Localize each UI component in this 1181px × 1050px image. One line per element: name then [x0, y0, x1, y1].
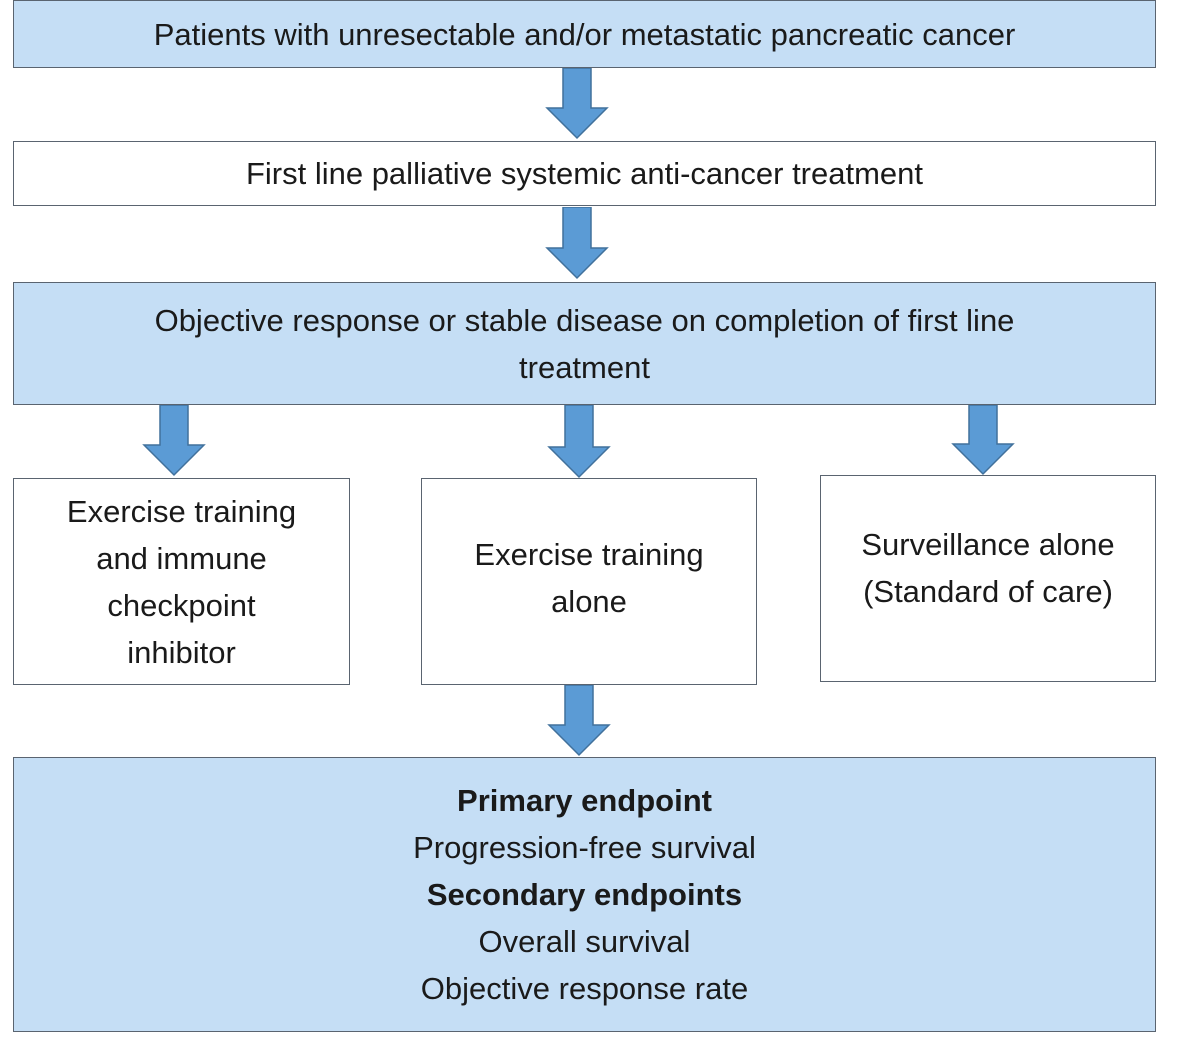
secondary-endpoint-item: Objective response rate [420, 971, 749, 1006]
arm-exercise-line1: Exercise training [474, 537, 704, 572]
arm-combination-line2: and immune [96, 540, 267, 576]
first-line-treatment-text: First line palliative systemic anti-canc… [245, 156, 924, 191]
arm-exercise-line2: alone [551, 584, 627, 619]
population-box: Patients with unresectable and/or metast… [13, 0, 1156, 68]
arm-surveillance-line1: Surveillance alone [861, 527, 1115, 562]
response-text-line2: treatment [519, 349, 650, 385]
primary-endpoint-item: Progression-free survival [413, 830, 756, 865]
arm-combination-line1: Exercise training [66, 493, 297, 529]
arm-combination-line3: checkpoint [107, 587, 256, 623]
primary-endpoint-heading: Primary endpoint [457, 783, 712, 818]
endpoints-box: Primary endpoint Progression-free surviv… [13, 757, 1156, 1032]
arm-exercise-immune-box: Exercise training and immune checkpoint … [13, 478, 350, 685]
response-text-line1: Objective response or stable disease on … [154, 302, 1015, 338]
response-criteria-box: Objective response or stable disease on … [13, 282, 1156, 405]
arm-surveillance-line2: (Standard of care) [863, 574, 1113, 609]
down-arrow-icon [545, 207, 609, 280]
arm-exercise-alone-box: Exercise training alone [421, 478, 757, 685]
secondary-endpoints-heading: Secondary endpoints [426, 877, 743, 912]
arm-combination-line4: inhibitor [127, 634, 236, 670]
down-arrow-icon [547, 405, 611, 479]
secondary-endpoint-item: Overall survival [478, 924, 691, 959]
first-line-treatment-box: First line palliative systemic anti-canc… [13, 141, 1156, 206]
arm-surveillance-box: Surveillance alone (Standard of care) [820, 475, 1156, 682]
down-arrow-icon [545, 68, 609, 140]
population-text: Patients with unresectable and/or metast… [153, 16, 1016, 52]
down-arrow-icon [951, 405, 1015, 476]
down-arrow-icon [547, 685, 611, 757]
down-arrow-icon [142, 405, 206, 477]
